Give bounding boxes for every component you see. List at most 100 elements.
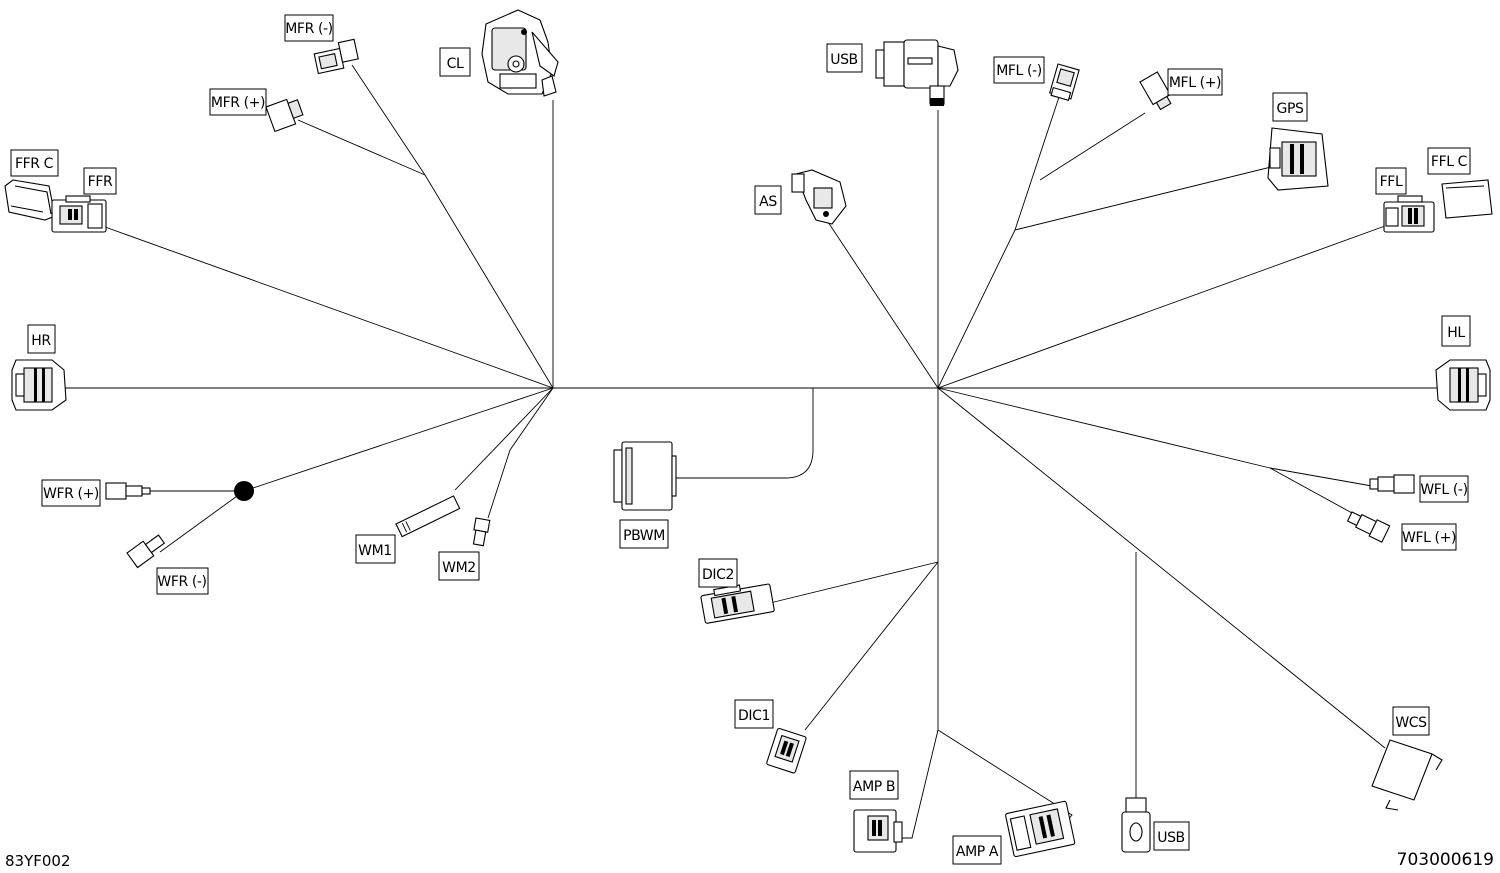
connectors — [4, 9, 1493, 858]
label-ffl-c: FFL C — [1427, 147, 1471, 175]
label-hr: HR — [27, 324, 56, 354]
svg-text:FFR C: FFR C — [15, 156, 54, 172]
label-usb-bottom: USB — [1153, 821, 1190, 851]
label-mfr-neg: MFR (-) — [284, 14, 334, 42]
wire-wfl-pos — [1269, 467, 1353, 514]
amp-b-connector — [853, 809, 903, 853]
wire-wm2 — [487, 387, 554, 519]
amp-a-connector — [1005, 800, 1076, 858]
figure-id: 83YF002 — [5, 852, 71, 870]
svg-text:FFR: FFR — [88, 174, 113, 190]
svg-text:WCS: WCS — [1395, 715, 1427, 731]
mfr-pos-connector — [265, 98, 304, 133]
label-mfl-pos: MFL (+) — [1167, 68, 1223, 96]
wire-dic2 — [769, 561, 939, 604]
part-number: 703000619 — [1396, 850, 1494, 870]
svg-text:MFR (-): MFR (-) — [285, 21, 333, 37]
mfl-neg-connector — [1049, 63, 1080, 101]
wire-mfr-neg — [351, 64, 426, 176]
gps-connector — [1267, 127, 1329, 191]
wire-wfr — [243, 387, 554, 492]
svg-text:USB: USB — [1157, 830, 1185, 846]
label-usb-top: USB — [826, 43, 863, 73]
ffr-c-connector — [4, 179, 56, 221]
wire-mfr-trunk — [424, 174, 554, 389]
label-wfl-neg: WFL (-) — [1419, 475, 1469, 503]
ffr-connector — [51, 195, 107, 233]
label-wm2: WM2 — [438, 551, 480, 581]
svg-text:AS: AS — [759, 194, 777, 210]
label-ffr-c: FFR C — [10, 149, 59, 177]
usb-top-connector — [875, 39, 959, 106]
label-dic1: DIC1 — [734, 699, 774, 729]
wcs-connector — [1371, 739, 1443, 811]
as-connector — [791, 169, 847, 225]
label-ffl: FFL — [1375, 167, 1407, 195]
label-wfr-neg: WFR (-) — [156, 567, 209, 595]
svg-text:MFR (+): MFR (+) — [211, 95, 265, 111]
wire-wfl-neg — [1269, 467, 1373, 487]
label-pbwm: PBWM — [619, 519, 669, 549]
svg-text:AMP A: AMP A — [956, 844, 999, 860]
wm2-connector — [472, 517, 491, 547]
svg-text:WFL (+): WFL (+) — [1402, 530, 1456, 546]
wire-mfl-pos — [1039, 112, 1146, 181]
wire-amp-b — [900, 729, 939, 839]
label-ffr: FFR — [83, 167, 117, 195]
pbwm-connector — [613, 441, 677, 511]
svg-text:HR: HR — [31, 333, 51, 349]
wire-mfl-trunk — [937, 229, 1016, 389]
splice-dot — [234, 481, 254, 501]
labels: MFR (-) CL MFR (+) FFR C FFR HR — [10, 14, 1471, 865]
svg-text:WM2: WM2 — [442, 560, 476, 576]
label-dic2: DIC2 — [698, 558, 738, 588]
label-wm1: WM1 — [355, 534, 396, 564]
svg-text:FFL C: FFL C — [1431, 154, 1468, 170]
dic1-connector — [766, 727, 807, 774]
svg-text:WFL (-): WFL (-) — [1420, 482, 1467, 498]
mfl-pos-connector — [1139, 71, 1172, 111]
label-mfl-neg: MFL (-) — [993, 56, 1045, 84]
label-amp-a: AMP A — [952, 835, 1002, 865]
usb-bottom-connector — [1121, 797, 1151, 853]
label-hl: HL — [1441, 315, 1471, 347]
wm1-connector — [395, 495, 461, 538]
label-mfr-pos: MFR (+) — [209, 88, 267, 116]
mfr-neg-connector — [313, 38, 359, 75]
wire-wfr-neg — [159, 490, 245, 553]
label-amp-b: AMP B — [849, 770, 899, 800]
wire-pbwm — [672, 388, 814, 479]
svg-text:AMP B: AMP B — [853, 779, 895, 795]
label-as: AS — [754, 185, 782, 215]
hl-connector — [1435, 359, 1491, 411]
wire-ffl — [937, 225, 1386, 389]
svg-text:GPS: GPS — [1277, 101, 1304, 117]
svg-text:CL: CL — [447, 56, 464, 72]
wire-wfl — [937, 387, 1271, 469]
label-wcs: WCS — [1392, 706, 1430, 736]
wfl-pos-connector — [1346, 511, 1391, 543]
label-wfr-pos: WFR (+) — [41, 479, 101, 507]
wire-wcs — [937, 387, 1386, 749]
svg-text:WFR (-): WFR (-) — [157, 574, 206, 590]
svg-text:PBWM: PBWM — [623, 528, 665, 544]
label-wfl-pos: WFL (+) — [1401, 523, 1457, 551]
wire-mfl-neg — [1014, 87, 1063, 231]
wire-dic1 — [804, 561, 939, 731]
wire-wm1 — [454, 387, 554, 491]
svg-text:WM1: WM1 — [358, 543, 392, 559]
dic2-connector — [700, 583, 775, 624]
svg-text:MFL (+): MFL (+) — [1169, 75, 1221, 91]
svg-text:USB: USB — [830, 52, 858, 68]
ffl-c-connector — [1441, 179, 1493, 219]
svg-text:HL: HL — [1447, 325, 1465, 341]
label-cl: CL — [439, 47, 471, 77]
ffl-connector — [1383, 195, 1435, 233]
svg-text:DIC1: DIC1 — [738, 708, 770, 724]
svg-text:FFL: FFL — [1380, 174, 1403, 190]
svg-text:DIC2: DIC2 — [702, 567, 734, 583]
wfl-neg-connector — [1369, 474, 1415, 494]
wfr-pos-connector — [105, 482, 151, 500]
